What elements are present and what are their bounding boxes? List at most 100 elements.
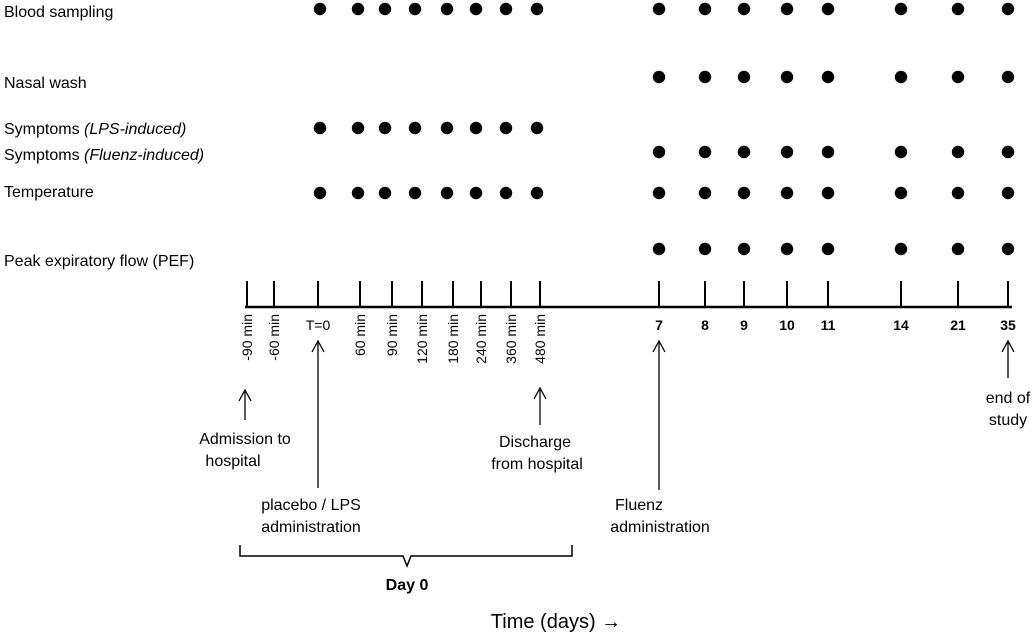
- tick-label-minute-6: 180 min: [445, 314, 461, 364]
- row-label-text: Blood sampling: [4, 4, 113, 21]
- dot-temperature-14: [894, 186, 908, 200]
- tick-label-minute-0: -90 min: [239, 314, 255, 361]
- end-arrowhead: [1001, 339, 1015, 353]
- dot-symptoms-fluenz-21: [951, 145, 965, 159]
- tick-label-day-35: 35: [1000, 317, 1016, 333]
- dot-symptoms-lps-480: [530, 121, 544, 135]
- row-label-text: Symptoms: [4, 147, 84, 164]
- dot-nasal-11: [821, 70, 835, 84]
- admission-label-line2: hospital: [205, 453, 260, 470]
- tick-label-day-14: 14: [893, 317, 909, 333]
- dot-temperature-8: [698, 186, 712, 200]
- measurement-dots: [313, 2, 1015, 256]
- tick-label-minute-3: 60 min: [352, 314, 368, 356]
- dot-temperature-240: [469, 186, 483, 200]
- fluenz-label-line1: Fluenz: [615, 497, 663, 514]
- row-label-text: Temperature: [4, 184, 94, 201]
- row-label-symptoms-lps: Symptoms (LPS-induced): [4, 121, 186, 138]
- row-label-text: Symptoms: [4, 121, 84, 138]
- dot-temperature-9: [737, 186, 751, 200]
- row-label-nasal: Nasal wash: [4, 75, 87, 92]
- dot-blood-180: [440, 2, 454, 16]
- dot-temperature-11: [821, 186, 835, 200]
- dot-blood-240: [469, 2, 483, 16]
- dot-blood--1: [313, 2, 327, 16]
- row-label-symptoms-fluenz: Symptoms (Fluenz-induced): [4, 147, 204, 164]
- dot-nasal-9: [737, 70, 751, 84]
- dot-pef-9: [737, 242, 751, 256]
- dot-temperature-60: [351, 186, 365, 200]
- annotation-arrows: [238, 339, 1015, 490]
- row-label-temperature: Temperature: [4, 184, 94, 201]
- dot-symptoms-lps-90: [378, 121, 392, 135]
- tick-label-minute-4: 90 min: [384, 314, 400, 356]
- dot-pef-11: [821, 242, 835, 256]
- tick-label-day-9: 9: [740, 317, 748, 333]
- dot-blood-90: [378, 2, 392, 16]
- dot-temperature-180: [440, 186, 454, 200]
- row-label-italic: (Fluenz-induced): [84, 147, 204, 164]
- discharge-label-line1: Discharge: [499, 434, 571, 451]
- dot-symptoms-fluenz-14: [894, 145, 908, 159]
- row-label-pef: Peak expiratory flow (PEF): [4, 253, 194, 270]
- placebo-arrowhead: [311, 339, 325, 353]
- fluenz-arrowhead: [652, 339, 666, 353]
- timeline-ticks: [246, 281, 1009, 307]
- dot-symptoms-fluenz-7: [652, 145, 666, 159]
- dot-temperature--1: [313, 186, 327, 200]
- dot-symptoms-lps-180: [440, 121, 454, 135]
- dot-symptoms-lps-240: [469, 121, 483, 135]
- dot-blood-11: [821, 2, 835, 16]
- tick-label-minute-7: 240 min: [473, 314, 489, 364]
- dot-symptoms-fluenz-35: [1001, 145, 1015, 159]
- dot-blood-7: [652, 2, 666, 16]
- tick-label-day-11: 11: [821, 317, 836, 333]
- day0-label: Day 0: [386, 577, 429, 594]
- dot-temperature-90: [378, 186, 392, 200]
- tick-label-day-8: 8: [701, 317, 709, 333]
- end-label-line2: study: [989, 412, 1027, 429]
- row-label-text: Peak expiratory flow (PEF): [4, 253, 194, 270]
- dot-nasal-8: [698, 70, 712, 84]
- dot-symptoms-lps-120: [408, 121, 422, 135]
- dot-temperature-21: [951, 186, 965, 200]
- tick-label-t0: T=0: [306, 317, 331, 333]
- dot-temperature-7: [652, 186, 666, 200]
- dot-blood-360: [499, 2, 513, 16]
- dot-nasal-35: [1001, 70, 1015, 84]
- dot-pef-10: [780, 242, 794, 256]
- dot-blood-10: [780, 2, 794, 16]
- dot-symptoms-lps-360: [499, 121, 513, 135]
- tick-label-day-10: 10: [779, 317, 795, 333]
- placebo-label-line1: placebo / LPS: [261, 497, 361, 514]
- row-label-blood: Blood sampling: [4, 4, 113, 21]
- discharge-label-line2: from hospital: [491, 456, 583, 473]
- tick-label-day-7: 7: [655, 317, 663, 333]
- dot-blood-480: [530, 2, 544, 16]
- tick-label-day-21: 21: [950, 317, 966, 333]
- admission-arrowhead: [238, 388, 252, 402]
- dot-nasal-7: [652, 70, 666, 84]
- discharge-arrowhead: [533, 386, 547, 400]
- tick-label-minute-1: -60 min: [266, 314, 282, 361]
- dot-pef-35: [1001, 242, 1015, 256]
- dot-pef-8: [698, 242, 712, 256]
- tick-label-minute-9: 480 min: [532, 314, 548, 364]
- dot-nasal-14: [894, 70, 908, 84]
- dot-blood-60: [351, 2, 365, 16]
- dot-temperature-480: [530, 186, 544, 200]
- fluenz-label-line2: administration: [610, 519, 710, 536]
- dot-symptoms-fluenz-10: [780, 145, 794, 159]
- dot-symptoms-fluenz-9: [737, 145, 751, 159]
- dot-symptoms-fluenz-8: [698, 145, 712, 159]
- dot-temperature-35: [1001, 186, 1015, 200]
- dot-blood-120: [408, 2, 422, 16]
- dot-blood-14: [894, 2, 908, 16]
- dot-temperature-360: [499, 186, 513, 200]
- day0-bracket: [239, 545, 573, 569]
- dot-nasal-10: [780, 70, 794, 84]
- dot-symptoms-lps--1: [313, 121, 327, 135]
